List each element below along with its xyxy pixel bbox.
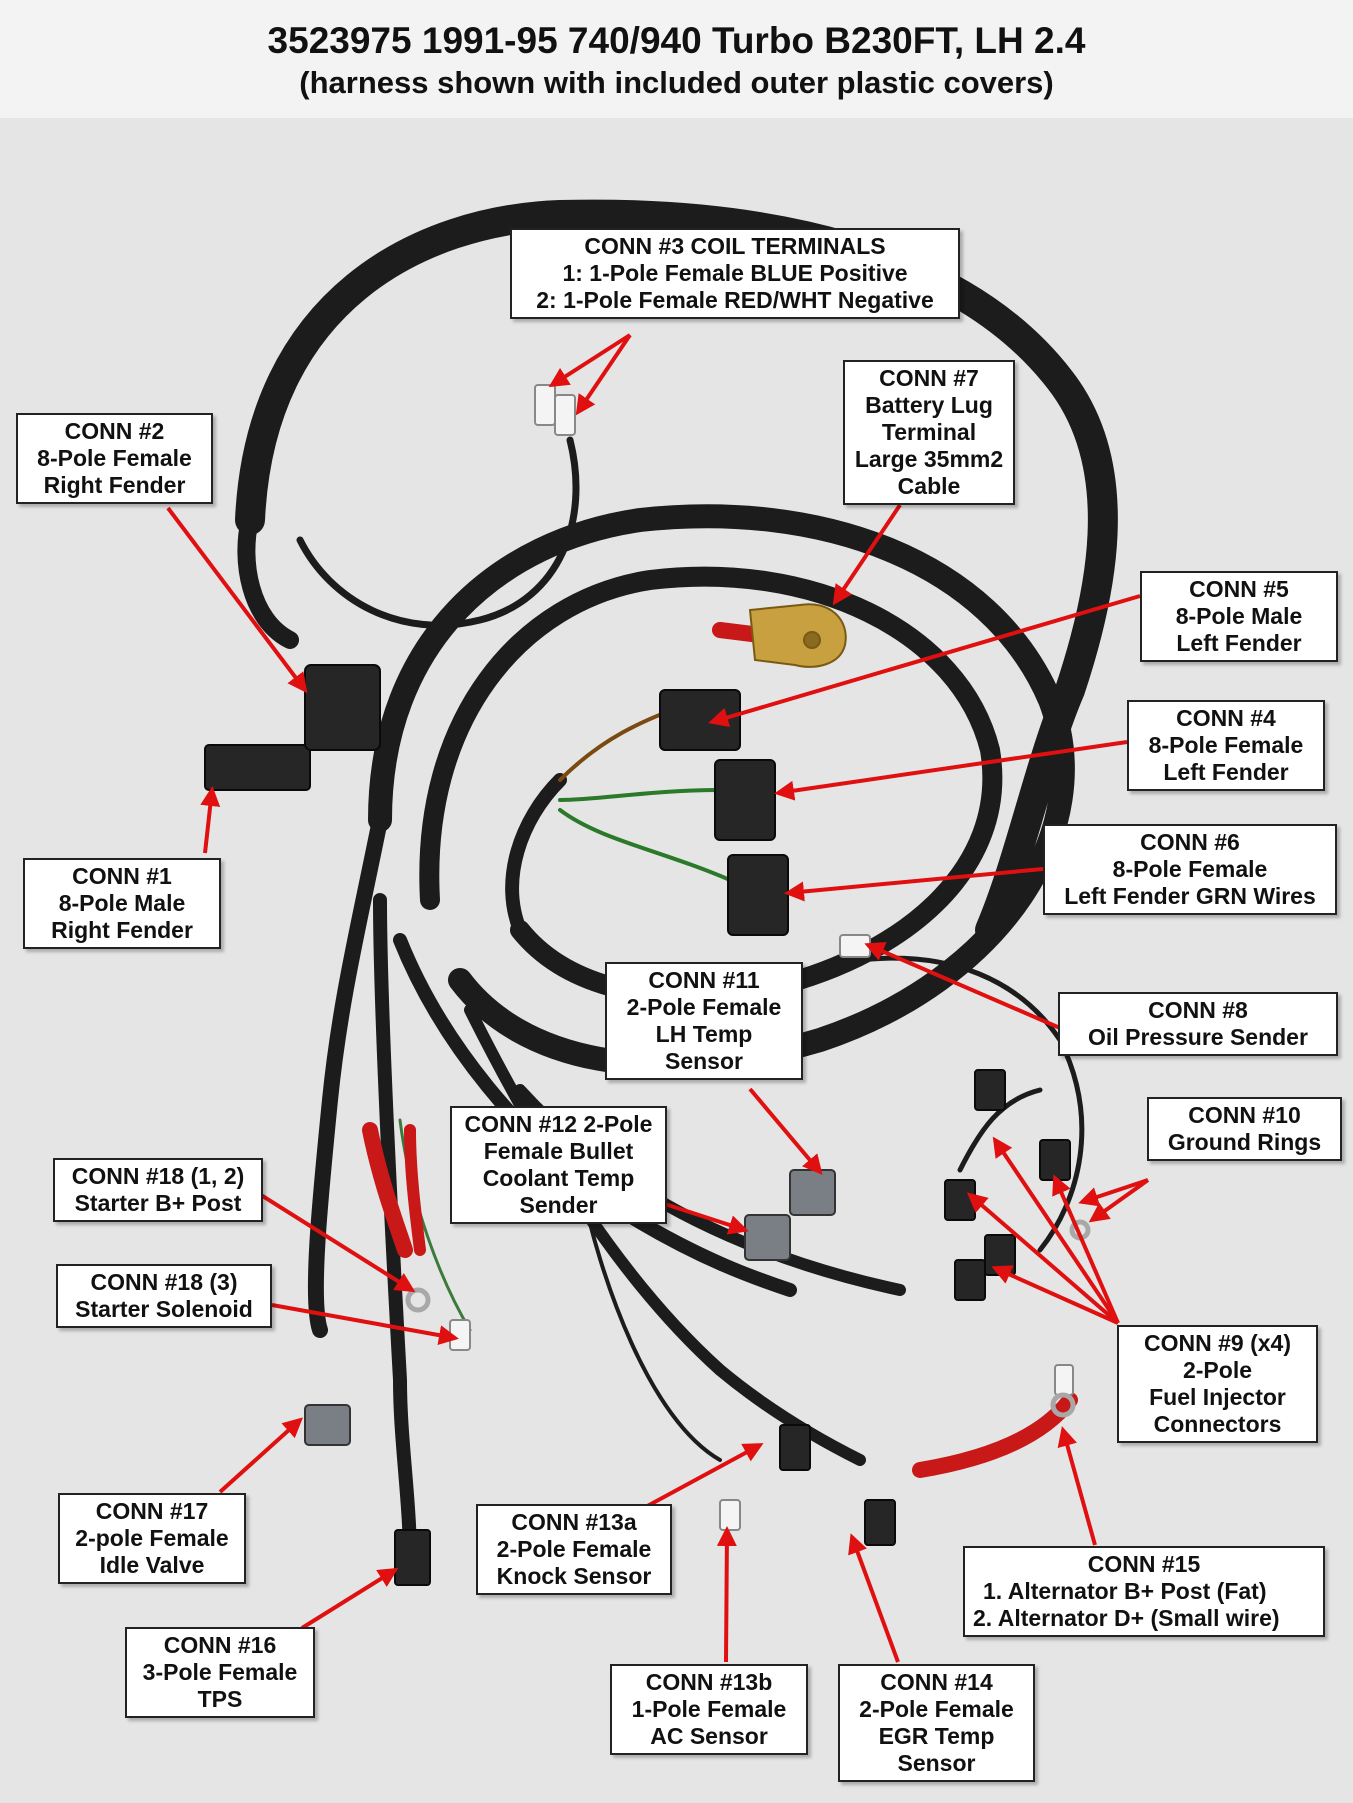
page-subtitle: (harness shown with included outer plast… [299, 65, 1054, 100]
conn12-label: CONN #12 2-Pole Female Bullet Coolant Te… [450, 1106, 667, 1224]
conn5-label: CONN #5 8-Pole Male Left Fender [1140, 571, 1338, 662]
conn9-label: CONN #9 (x4) 2-Pole Fuel Injector Connec… [1117, 1325, 1318, 1443]
page-title: 3523975 1991-95 740/940 Turbo B230FT, LH… [267, 20, 1086, 61]
header: 3523975 1991-95 740/940 Turbo B230FT, LH… [0, 0, 1353, 118]
conn16-label: CONN #16 3-Pole Female TPS [125, 1627, 315, 1718]
conn3-label: CONN #3 COIL TERMINALS 1: 1-Pole Female … [510, 228, 960, 319]
conn6-label: CONN #6 8-Pole Female Left Fender GRN Wi… [1043, 824, 1337, 915]
conn18b-label: CONN #18 (3) Starter Solenoid [56, 1264, 272, 1328]
conn4-label: CONN #4 8-Pole Female Left Fender [1127, 700, 1325, 791]
conn1-label: CONN #1 8-Pole Male Right Fender [23, 858, 221, 949]
conn11-label: CONN #11 2-Pole Female LH Temp Sensor [605, 962, 803, 1080]
conn13a-label: CONN #13a 2-Pole Female Knock Sensor [476, 1504, 672, 1595]
conn10-label: CONN #10 Ground Rings [1147, 1097, 1342, 1161]
conn7-label: CONN #7 Battery Lug Terminal Large 35mm2… [843, 360, 1015, 505]
conn2-label: CONN #2 8-Pole Female Right Fender [16, 413, 213, 504]
conn17-label: CONN #17 2-pole Female Idle Valve [58, 1493, 246, 1584]
conn8-label: CONN #8 Oil Pressure Sender [1058, 992, 1338, 1056]
conn14-label: CONN #14 2-Pole Female EGR Temp Sensor [838, 1664, 1035, 1782]
conn18a-label: CONN #18 (1, 2) Starter B+ Post [53, 1158, 263, 1222]
conn15-label: CONN #15 1. Alternator B+ Post (Fat) 2. … [963, 1546, 1325, 1637]
conn13b-label: CONN #13b 1-Pole Female AC Sensor [610, 1664, 808, 1755]
